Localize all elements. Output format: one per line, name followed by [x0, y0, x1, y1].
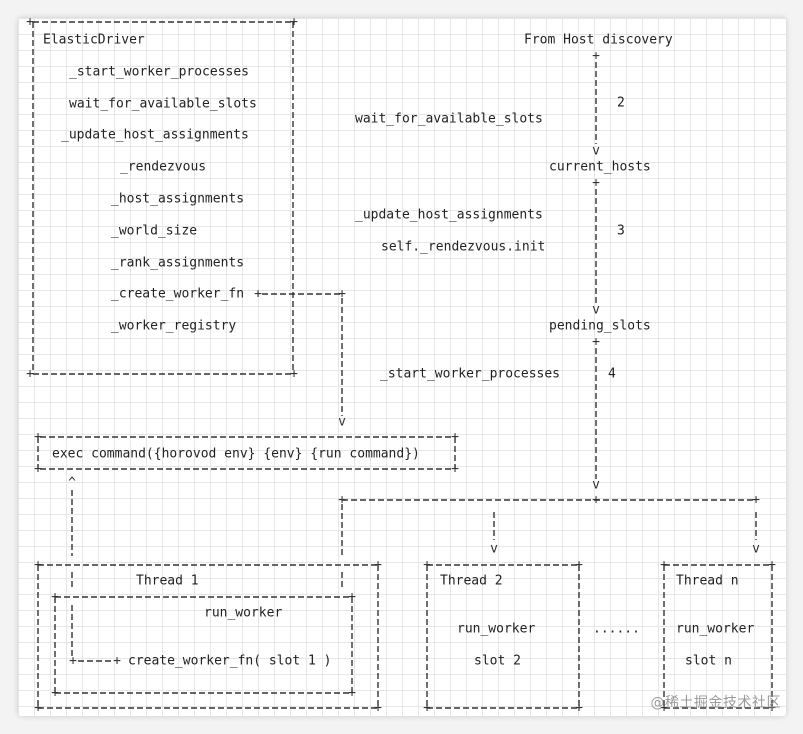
node-pending-slots: pending_slots: [549, 319, 651, 334]
method-world-size: _world_size: [111, 224, 197, 239]
method-update-host-assignments: _update_host_assignments: [61, 128, 249, 143]
step3-label-rendezvous: self._rendezvous.init: [381, 240, 545, 255]
step4-number: 4: [608, 367, 616, 382]
method-rendezvous: _rendezvous: [120, 160, 206, 175]
svg-text:+: +: [290, 367, 298, 382]
flow-source-label: From Host discovery: [524, 33, 673, 48]
connector-create-worker-to-exec: + + v: [254, 287, 346, 430]
thread1-title: Thread 1: [136, 574, 199, 589]
svg-text:+: +: [423, 558, 431, 573]
svg-text:+: +: [374, 701, 382, 716]
svg-text:+: +: [575, 558, 583, 573]
svg-text:^: ^: [68, 476, 76, 491]
step2-label: wait_for_available_slots: [355, 112, 543, 127]
step2-number: 2: [617, 96, 625, 111]
svg-text:+: +: [451, 430, 459, 445]
svg-text:+: +: [26, 15, 34, 30]
thread1-box: + + + + Thread 1 + + + + run_worker + + crea…: [34, 558, 382, 716]
svg-text:+: +: [374, 558, 382, 573]
svg-text:+: +: [752, 493, 760, 508]
thread2-box: + + + + Thread 2 run_worker slot 2: [423, 558, 583, 716]
node-current-hosts: current_hosts: [549, 160, 651, 175]
method-worker-registry: _worker_registry: [111, 319, 236, 334]
thread2-run-worker: run_worker: [457, 622, 535, 637]
svg-text:+: +: [348, 686, 356, 701]
thread1-create-worker-call: create_worker_fn( slot 1 ): [128, 654, 332, 669]
svg-text:+: +: [69, 654, 77, 669]
svg-text:v: v: [592, 303, 600, 318]
driver-title: ElasticDriver: [43, 33, 145, 48]
svg-text:+: +: [768, 701, 776, 716]
step3-number: 3: [617, 224, 625, 239]
svg-text:+: +: [592, 49, 600, 64]
svg-text:+: +: [34, 701, 42, 716]
svg-text:v: v: [592, 144, 600, 159]
svg-text:+: +: [113, 654, 121, 669]
svg-text:+: +: [51, 590, 59, 605]
method-wait-for-available-slots: wait_for_available_slots: [69, 97, 257, 112]
svg-text:+: +: [575, 701, 583, 716]
svg-text:v: v: [592, 478, 600, 493]
svg-text:+: +: [451, 462, 459, 477]
svg-text:+: +: [592, 493, 600, 508]
svg-text:v: v: [490, 542, 498, 557]
svg-text:+: +: [254, 287, 262, 302]
svg-text:+: +: [348, 590, 356, 605]
thread1-run-worker: run_worker: [204, 606, 282, 621]
svg-text:v: v: [752, 542, 760, 557]
host-discovery-flow: From Host discovery + v current_hosts + …: [355, 33, 673, 493]
step4-label: _start_worker_processes: [380, 367, 560, 382]
connector-thread1-to-exec: ^: [68, 476, 76, 556]
svg-text:+: +: [338, 493, 346, 508]
svg-text:+: +: [34, 430, 42, 445]
diagram-canvas: [18, 18, 786, 716]
svg-text:+: +: [768, 558, 776, 573]
svg-text:+: +: [34, 558, 42, 573]
svg-text:+: +: [34, 462, 42, 477]
threads-ellipsis: ......: [593, 622, 640, 637]
threadn-run-worker: run_worker: [676, 622, 754, 637]
svg-text:+: +: [51, 686, 59, 701]
method-start-worker-processes: _start_worker_processes: [69, 65, 249, 80]
svg-text:+: +: [660, 558, 668, 573]
svg-text:+: +: [338, 287, 346, 302]
svg-text:+: +: [423, 701, 431, 716]
svg-text:+: +: [290, 15, 298, 30]
threadn-box: + + + + Thread n run_worker slot n: [660, 558, 776, 716]
svg-text:+: +: [592, 335, 600, 350]
elastic-driver-box: + + + + ElasticDriver _start_worker_proces…: [26, 15, 298, 382]
svg-text:v: v: [338, 415, 346, 430]
thread2-slot: slot 2: [474, 654, 521, 669]
exec-command-text: exec command({horovod env} {env} {run co…: [52, 447, 420, 462]
method-create-worker-fn: _create_worker_fn: [111, 287, 244, 302]
threadn-title: Thread n: [676, 574, 739, 589]
threadn-slot: slot n: [685, 654, 732, 669]
svg-text:+: +: [660, 701, 668, 716]
watermark: @稀土掘金技术社区: [650, 695, 781, 711]
svg-text:+: +: [26, 367, 34, 382]
svg-text:+: +: [592, 176, 600, 191]
step3-label-update: _update_host_assignments: [355, 208, 543, 223]
thread2-title: Thread 2: [440, 574, 503, 589]
method-host-assignments: _host_assignments: [111, 192, 244, 207]
thread-fanout-bus: + + + v v: [338, 493, 760, 557]
method-rank-assignments: _rank_assignments: [111, 256, 244, 271]
exec-command-box: + + + + exec command({horovod env} {env} {…: [34, 430, 459, 477]
